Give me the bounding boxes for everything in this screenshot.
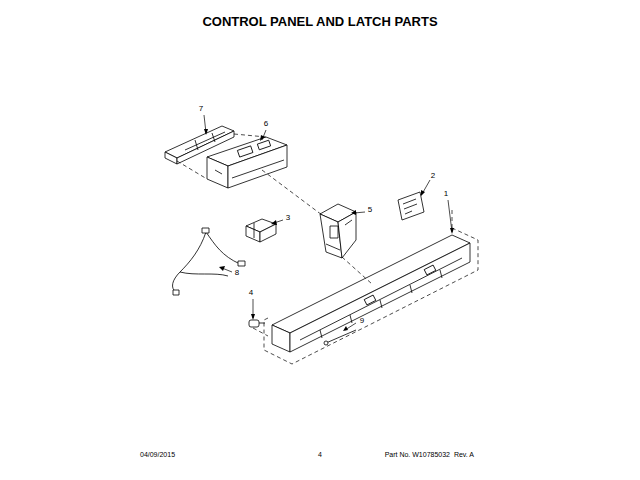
callout-number: 7: [199, 105, 203, 114]
page-title: CONTROL PANEL AND LATCH PARTS: [202, 15, 437, 29]
callout-number: 2: [431, 172, 435, 181]
callout-number: 8: [235, 269, 239, 278]
callout-number: 9: [360, 317, 364, 326]
control-board-housing: [207, 137, 287, 188]
leader-lines: [204, 115, 452, 330]
wire-harness: [173, 228, 245, 295]
latch-part: [320, 204, 356, 258]
leader-arrowheads: [204, 129, 454, 331]
assembly-lines: [177, 134, 478, 364]
callout-number: 1: [444, 190, 448, 199]
part-number: Part No. W10785032 Rev. A: [385, 451, 474, 459]
clip-part: [246, 219, 276, 242]
callout-number: 3: [286, 214, 290, 223]
pin-part: [249, 320, 265, 327]
page-number: 4: [318, 451, 322, 459]
control-panel: [272, 235, 470, 352]
callout-number: 6: [264, 120, 268, 129]
callout-number: 4: [249, 289, 253, 298]
footer-date: 04/09/2015: [140, 451, 175, 459]
callout-number: 5: [368, 206, 372, 215]
label-plate: [398, 192, 424, 220]
